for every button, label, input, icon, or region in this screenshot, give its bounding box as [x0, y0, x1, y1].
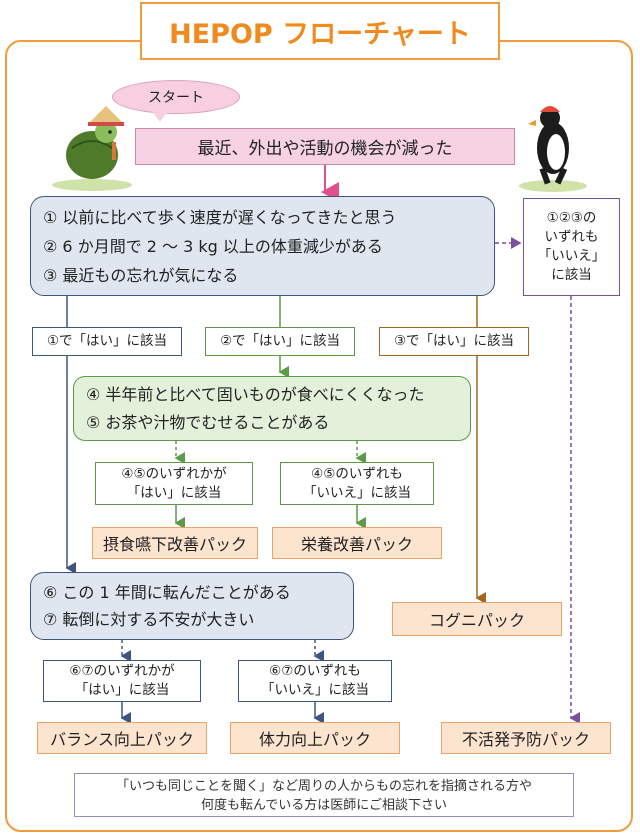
penguin-mascot-icon [519, 106, 587, 192]
inactivity-pack: 不活発予防パック [441, 722, 611, 754]
turtle-mascot-icon [52, 106, 132, 191]
fall-all-no-line-1: ⑥⑦のいずれも [269, 663, 361, 679]
question-7: ⑦ 転倒に対する不安が大きい [43, 610, 255, 629]
page-title: HEPOP フローチャート [140, 2, 500, 60]
oral-questions-box: ④ 半年前と比べて固いものが食べにくくなった ⑤ お茶や汁物でむせることがある [73, 376, 471, 441]
footer-note: 「いつも同じことを聞く」など周りの人からもの忘れを指摘される方や 何度も転んでい… [74, 773, 574, 817]
branch-q2-yes: ②で「はい」に該当 [205, 327, 355, 356]
footer-note-line-1: 「いつも同じことを聞く」など周りの人からもの忘れを指摘される方や [115, 779, 532, 794]
start-bubble-tail [150, 108, 170, 122]
question-2: ② 6 か月間で 2 ～ 3 kg 以上の体重減少がある [43, 237, 383, 256]
start-statement-box: 最近、外出や活動の機会が減った [135, 128, 515, 165]
oral-any-yes-line-2: 「はい」に該当 [126, 484, 222, 501]
all-no-condition: ①②③の いずれも 「いいえ」 に該当 [523, 198, 620, 296]
main-questions-box: ① 以前に比べて歩く速度が遅くなってきたと思う ② 6 か月間で 2 ～ 3 k… [30, 196, 495, 296]
fall-any-yes-condition: ⑥⑦のいずれかが 「はい」に該当 [43, 660, 201, 702]
branch-q1-yes: ①で「はい」に該当 [32, 327, 182, 356]
nutrition-pack: 栄養改善パック [272, 527, 442, 559]
question-5: ⑤ お茶や汁物でむせることがある [86, 413, 330, 432]
oral-all-no-condition: ④⑤のいずれも 「いいえ」に該当 [280, 462, 434, 505]
swallow-pack: 摂食嚥下改善パック [92, 527, 258, 559]
oral-all-no-line-2: 「いいえ」に該当 [303, 484, 411, 501]
all-no-line-2: いずれも [544, 229, 599, 245]
question-3: ③ 最近もの忘れが気になる [43, 266, 239, 285]
fall-all-no-line-2: 「いいえ」に該当 [261, 682, 369, 698]
footer-note-line-2: 何度も転んでいる方は医師にご相談下さい [200, 798, 448, 813]
oral-any-yes-condition: ④⑤のいずれかが 「はい」に該当 [95, 462, 253, 505]
oral-all-no-line-1: ④⑤のいずれも [311, 465, 403, 482]
branch-q3-yes: ③で「はい」に該当 [379, 327, 529, 356]
question-6: ⑥ この 1 年間に転んだことがある [43, 583, 291, 602]
question-1: ① 以前に比べて歩く速度が遅くなってきたと思う [43, 208, 397, 227]
fall-questions-box: ⑥ この 1 年間に転んだことがある ⑦ 転倒に対する不安が大きい [30, 572, 354, 640]
all-no-line-4: に該当 [551, 267, 592, 283]
cognition-pack: コグニパック [392, 602, 562, 636]
fall-all-no-condition: ⑥⑦のいずれも 「いいえ」に該当 [238, 660, 392, 702]
balance-pack: バランス向上パック [37, 722, 207, 754]
strength-pack: 体力向上パック [230, 722, 400, 754]
start-bubble: スタート [112, 80, 240, 114]
all-no-line-3: 「いいえ」 [537, 248, 606, 264]
fall-any-yes-line-1: ⑥⑦のいずれかが [69, 663, 175, 679]
question-4: ④ 半年前と比べて固いものが食べにくくなった [86, 385, 425, 404]
fall-any-yes-line-2: 「はい」に該当 [74, 682, 170, 698]
oral-any-yes-line-1: ④⑤のいずれかが [121, 465, 227, 482]
all-no-line-1: ①②③の [546, 210, 597, 226]
